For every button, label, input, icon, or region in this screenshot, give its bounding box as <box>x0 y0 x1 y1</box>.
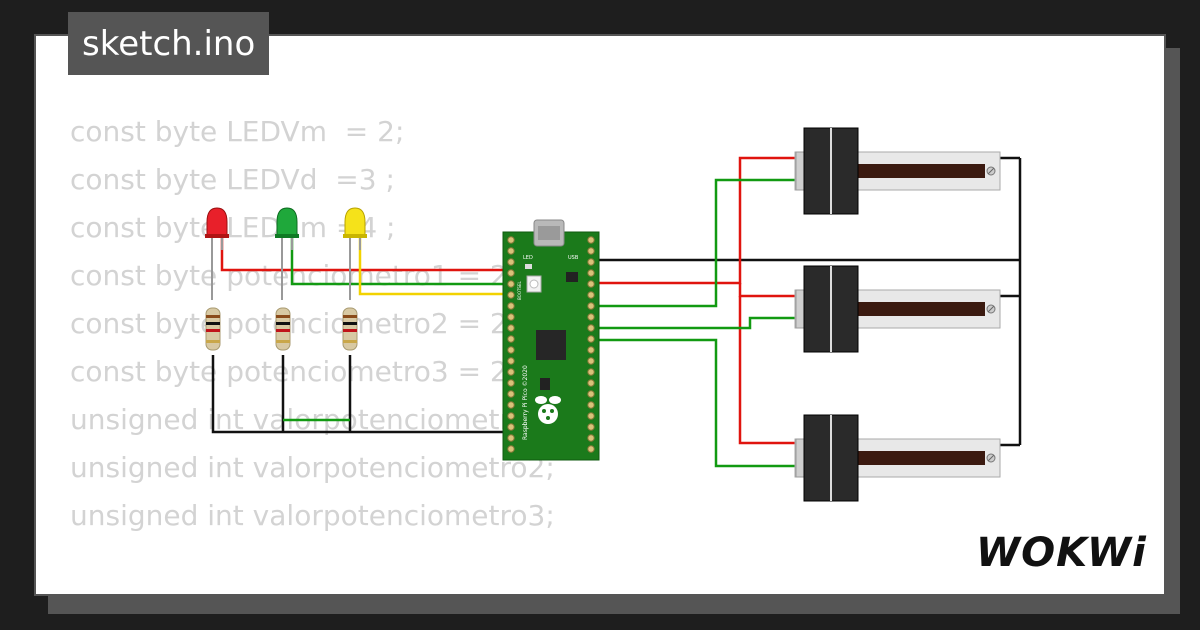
header-pin <box>587 236 595 244</box>
header-pin <box>507 379 515 387</box>
header-pin <box>587 357 595 365</box>
code-line: const byte potenciometro3 = 28; <box>70 355 535 388</box>
wire-red-pot2[interactable] <box>738 283 800 298</box>
header-pin <box>507 302 515 310</box>
code-line: const byte potenciometro2 = 27; <box>70 307 535 340</box>
header-pin <box>507 280 515 288</box>
led-red[interactable] <box>205 207 229 300</box>
file-tab[interactable]: sketch.ino <box>68 12 270 75</box>
wires <box>211 156 1022 468</box>
wire-red-supply[interactable] <box>592 156 800 285</box>
header-pin <box>507 247 515 255</box>
header-pin <box>587 324 595 332</box>
header-pin <box>587 401 595 409</box>
header-pin <box>507 423 515 431</box>
header-pin <box>507 445 515 453</box>
wire-red-led[interactable] <box>220 235 510 272</box>
header-pin <box>507 368 515 376</box>
resistor-3[interactable] <box>342 307 358 351</box>
header-pin <box>587 280 595 288</box>
header-pin <box>507 313 515 321</box>
board-led-label: LED <box>523 255 533 261</box>
code-line: const byte LEDVd =3 ; <box>70 163 395 196</box>
header-pin <box>587 423 595 431</box>
header-pin <box>587 434 595 442</box>
board-name-label: Raspberry Pi Pico ©2020 <box>522 365 529 440</box>
header-pin <box>587 390 595 398</box>
header-pin <box>507 357 515 365</box>
header-pin <box>587 269 595 277</box>
pico-board[interactable]: LED USB Raspberry Pi Pico ©2020 BOOTSEL <box>502 219 600 461</box>
slide-pot-1[interactable] <box>794 127 1001 215</box>
wire-black-gnd-leds[interactable] <box>211 355 510 434</box>
header-pin <box>507 390 515 398</box>
board-bootsel-label: BOOTSEL <box>517 281 522 300</box>
pico-pins-left <box>507 236 515 453</box>
header-pin <box>587 258 595 266</box>
header-pin <box>587 346 595 354</box>
resistor-1[interactable] <box>205 307 221 351</box>
header-pin <box>587 335 595 343</box>
raspberry-icon <box>535 396 561 424</box>
header-pin <box>507 335 515 343</box>
header-pin <box>587 445 595 453</box>
led-green[interactable] <box>275 207 299 300</box>
wire-green-led[interactable] <box>290 235 510 286</box>
header-pin <box>507 401 515 409</box>
board-usb-label: USB <box>568 255 579 261</box>
code-line: unsigned int valorpotenciometro3; <box>70 499 555 532</box>
slide-pot-2[interactable] <box>794 265 1001 353</box>
wire-green-wiper3[interactable] <box>592 338 800 468</box>
code-line: unsigned int valorpotenciometro2; <box>70 451 555 484</box>
slide-pot-3[interactable] <box>794 414 1001 502</box>
wire-green-wiper2[interactable] <box>592 316 800 330</box>
header-pin <box>507 324 515 332</box>
header-pin <box>507 412 515 420</box>
wire-red-pot3[interactable] <box>738 296 800 445</box>
led-yellow[interactable] <box>343 207 367 300</box>
header-pin <box>507 258 515 266</box>
header-pin <box>587 247 595 255</box>
header-pin <box>507 291 515 299</box>
header-pin <box>587 412 595 420</box>
code-line: const byte potenciometro1 = 26; <box>70 259 535 292</box>
header-pin <box>507 434 515 442</box>
header-pin <box>507 269 515 277</box>
wire-yellow-led[interactable] <box>358 235 510 296</box>
header-pin <box>507 346 515 354</box>
header-pin <box>587 368 595 376</box>
header-pin <box>587 291 595 299</box>
header-pin <box>507 236 515 244</box>
wokwi-logo: WOKWi <box>976 530 1147 576</box>
pico-pins-right <box>587 236 595 453</box>
header-pin <box>587 302 595 310</box>
resistor-2[interactable] <box>275 307 291 351</box>
header-pin <box>587 313 595 321</box>
code-line: const byte LEDVm = 2; <box>70 115 405 148</box>
header-pin <box>587 379 595 387</box>
wire-green-wiper1[interactable] <box>592 178 800 308</box>
